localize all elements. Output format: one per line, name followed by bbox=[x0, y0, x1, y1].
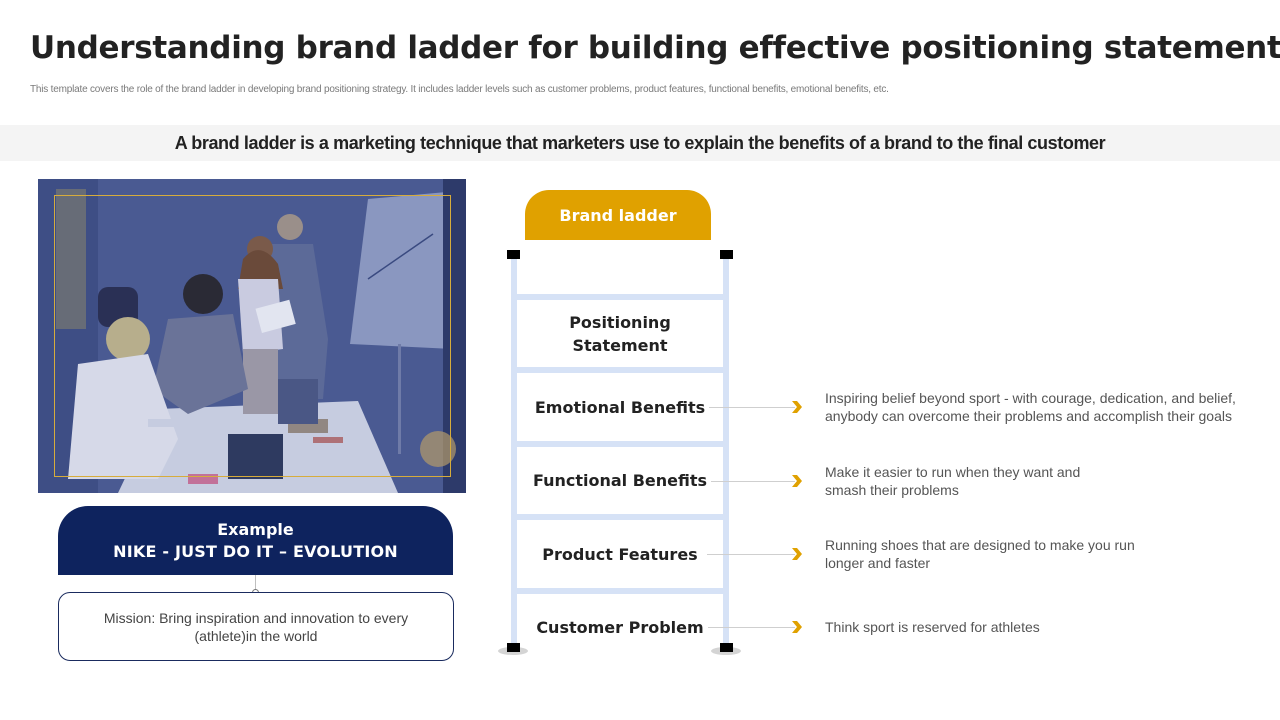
ladder-rung bbox=[511, 441, 729, 447]
ladder-rung bbox=[511, 588, 729, 594]
customer-problem-description: Think sport is reserved for athletes bbox=[825, 618, 1040, 636]
ladder-step-positioning-statement: Positioning Statement bbox=[517, 300, 723, 367]
ladder-rail-right bbox=[723, 257, 729, 647]
connector-line bbox=[711, 481, 795, 482]
example-connector-line bbox=[255, 575, 256, 592]
ladder-rung bbox=[511, 294, 729, 300]
definition-banner: A brand ladder is a marketing technique … bbox=[0, 125, 1280, 161]
product-features-description: Running shoes that are designed to make … bbox=[825, 536, 1135, 572]
description-line: longer and faster bbox=[825, 555, 931, 571]
description-line: Make it easier to run when they want and bbox=[825, 464, 1081, 480]
ladder-step-product-features: Product Features bbox=[517, 520, 723, 588]
ladder-step-customer-problem: Customer Problem bbox=[517, 594, 723, 660]
ladder-rung bbox=[511, 514, 729, 520]
ladder-foot-right bbox=[720, 643, 733, 652]
ladder-step-emotional-benefits: Emotional Benefits bbox=[517, 373, 723, 441]
chevron-right-icon bbox=[792, 548, 802, 560]
brand-ladder-header: Brand ladder bbox=[525, 190, 711, 240]
mission-text: Mission: Bring inspiration and innovatio… bbox=[103, 609, 409, 644]
example-label: Example bbox=[217, 519, 294, 539]
chevron-right-icon bbox=[792, 401, 802, 413]
description-line: Inspiring belief beyond sport - with cou… bbox=[825, 390, 1236, 406]
example-brand: NIKE - JUST DO IT – EVOLUTION bbox=[113, 541, 398, 561]
connector-line bbox=[707, 554, 795, 555]
brand-ladder-title: Brand ladder bbox=[559, 205, 677, 225]
ladder-foot-left bbox=[507, 643, 520, 652]
functional-benefits-description: Make it easier to run when they want and… bbox=[825, 463, 1080, 499]
photo-illustration bbox=[38, 179, 466, 493]
step-label: Customer Problem bbox=[536, 617, 704, 637]
description-line: Running shoes that are designed to make … bbox=[825, 537, 1135, 553]
mission-box: Mission: Bring inspiration and innovatio… bbox=[58, 592, 454, 661]
ladder-top-cap-right bbox=[720, 250, 733, 259]
ladder-rail-left bbox=[511, 257, 517, 647]
ladder-rung bbox=[511, 367, 729, 373]
step-label: Emotional Benefits bbox=[534, 397, 706, 417]
emotional-benefits-description: Inspiring belief beyond sport - with cou… bbox=[825, 389, 1236, 425]
ladder-top-cap-left bbox=[507, 250, 520, 259]
connector-line bbox=[709, 407, 795, 408]
description-line: Think sport is reserved for athletes bbox=[825, 619, 1040, 635]
page-subtitle: This template covers the role of the bra… bbox=[30, 84, 889, 95]
description-line: anybody can overcome their problems and … bbox=[825, 408, 1232, 424]
photo-frame bbox=[54, 195, 451, 477]
connector-line bbox=[708, 627, 795, 628]
chevron-right-icon bbox=[792, 621, 802, 633]
example-header: Example NIKE - JUST DO IT – EVOLUTION bbox=[58, 506, 453, 575]
description-line: smash their problems bbox=[825, 482, 959, 498]
step-label: Product Features bbox=[542, 544, 698, 564]
team-meeting-photo bbox=[38, 179, 466, 493]
ladder-step-functional-benefits: Functional Benefits bbox=[517, 447, 723, 514]
step-label: Positioning Statement bbox=[569, 312, 671, 355]
page-title: Understanding brand ladder for building … bbox=[30, 30, 1280, 66]
banner-text: A brand ladder is a marketing technique … bbox=[174, 132, 1106, 153]
step-label: Functional Benefits bbox=[532, 471, 708, 490]
chevron-right-icon bbox=[792, 475, 802, 487]
